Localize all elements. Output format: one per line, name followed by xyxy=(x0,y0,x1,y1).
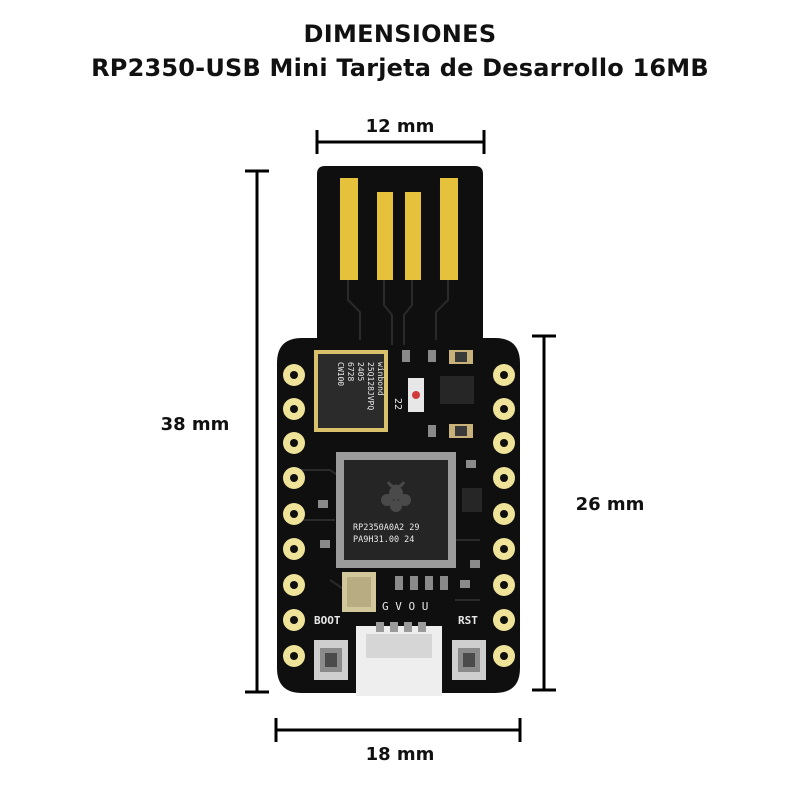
svg-text:winbond 25Q128JVPQ: winbond 25Q128JVPQ 2405 6728 CW100 xyxy=(336,362,385,415)
boot-button xyxy=(314,640,348,680)
board-width-label: 18 mm xyxy=(365,744,435,765)
dimension-board-length xyxy=(532,334,556,692)
rst-label: RST xyxy=(458,614,478,627)
flash-marking-line: 25Q128JVPQ xyxy=(366,362,375,410)
flash-chip: winbond 25Q128JVPQ 2405 6728 CW100 xyxy=(314,350,388,432)
mcu-marking-line: RP2350A0A2 29 xyxy=(353,523,420,533)
rst-button xyxy=(452,640,486,680)
diagram-subtitle: RP2350-USB Mini Tarjeta de Desarrollo 16… xyxy=(91,54,709,82)
svg-text:RP2350A0A2 29 PA9H31.00: RP2350A0A2 29 PA9H31.00 24 xyxy=(353,523,425,545)
usb-width-label: 12 mm xyxy=(365,116,435,137)
pin-labels: G V O U xyxy=(382,600,428,613)
dimension-total-length xyxy=(245,169,269,694)
flash-marking-line: CW100 xyxy=(336,362,345,386)
dimension-usb-width xyxy=(315,130,486,154)
boot-label: BOOT xyxy=(314,614,341,627)
mcu-chip: RP2350A0A2 29 PA9H31.00 24 xyxy=(336,452,456,568)
misc-components xyxy=(318,460,482,590)
flash-marking-line: winbond xyxy=(376,362,385,396)
flash-marking-line: 2405 xyxy=(356,362,365,381)
diagram-title: DIMENSIONES xyxy=(303,20,497,48)
total-length-label: 38 mm xyxy=(160,414,230,435)
top-components xyxy=(402,350,474,438)
flash-marking-line: 6728 xyxy=(346,362,355,381)
mcu-marking-line: PA9H31.00 24 xyxy=(353,535,414,545)
usb-contacts xyxy=(340,178,458,280)
jst-connector xyxy=(356,622,442,696)
raspberry-logo-icon xyxy=(381,481,411,512)
board-length-label: 26 mm xyxy=(575,494,645,515)
dimension-board-width xyxy=(274,718,522,742)
left-pin-pads xyxy=(283,364,305,667)
crystal-oscillator xyxy=(342,572,376,612)
right-pin-pads xyxy=(493,364,515,667)
led-label: 22 xyxy=(392,398,403,410)
